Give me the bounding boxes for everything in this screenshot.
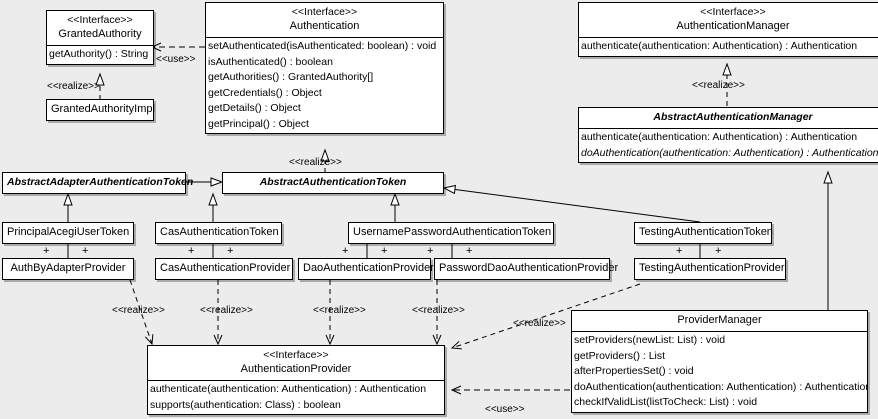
class-member: getDetails() : Object — [208, 102, 301, 114]
class-abstract-authentication-manager[interactable]: AbstractAuthenticationManager authentica… — [578, 107, 878, 163]
class-authentication-manager[interactable]: <<Interface>> AuthenticationManager auth… — [578, 2, 878, 57]
class-name: AbstractAdapterAuthenticationToken — [3, 173, 194, 193]
class-member: doAuthentication(authentication: Authent… — [574, 380, 867, 393]
assoc-visibility-marker: + — [227, 245, 234, 257]
edge-generalize-testingauthenticationtoken — [442, 184, 701, 223]
edge-label-realize-grantedauthorityimpl: <<realize>> — [47, 81, 100, 92]
class-header: <<Interface>> AuthenticationManager — [579, 3, 878, 38]
assoc-visibility-marker: + — [188, 245, 195, 257]
edge-label-realize-testingauthenticationprovider: <<realize>> — [513, 318, 566, 329]
class-member: checkIfValidList(listToCheck: List) : vo… — [574, 396, 758, 408]
class-members: setProviders(newList: List) : void getPr… — [572, 332, 867, 412]
class-name: UsernamePasswordAuthenticationToken — [353, 226, 552, 238]
class-name: CasAuthenticationProvider — [160, 262, 291, 274]
class-member: authenticate(authentication: Authenticat… — [150, 383, 427, 395]
class-name: PrincipalAcegiUserToken — [7, 226, 130, 238]
edge-label-realize-abstractauthenticationmanager: <<realize>> — [692, 80, 745, 91]
class-granted-authority[interactable]: <<Interface>> GrantedAuthority getAuthor… — [46, 10, 154, 65]
assoc-visibility-marker: + — [82, 245, 89, 257]
class-header: <<Interface>> Authentication — [206, 3, 443, 38]
class-member: getPrincipal() : Object — [208, 117, 309, 130]
class-abstract-adapter-authentication-token[interactable]: AbstractAdapterAuthenticationToken — [2, 172, 194, 194]
class-testing-authentication-provider[interactable]: TestingAuthenticationProvider — [634, 258, 786, 280]
class-password-dao-authentication-provider[interactable]: PasswordDaoAuthenticationProvider — [434, 258, 619, 280]
class-auth-by-adapter-provider[interactable]: AuthByAdapterProvider — [2, 258, 134, 280]
class-authentication[interactable]: <<Interface>> Authentication setAuthenti… — [205, 2, 444, 134]
class-name: Authentication — [289, 20, 360, 32]
class-header: <<Interface>> AuthenticationProvider — [148, 346, 444, 381]
class-cas-authentication-token[interactable]: CasAuthenticationToken — [155, 222, 282, 244]
class-header: ProviderManager — [572, 311, 867, 332]
stereotype-label: <<Interface>> — [700, 6, 766, 18]
class-members: getAuthority() : String — [47, 46, 153, 64]
class-name: TestingAuthenticationToken — [639, 226, 773, 238]
class-name: TestingAuthenticationProvider — [639, 262, 785, 274]
class-provider-manager[interactable]: ProviderManager setProviders(newList: Li… — [571, 310, 868, 413]
edge-label-realize-casauthenticationprovider: <<realize>> — [200, 305, 253, 316]
class-member: getCredentials() : Object — [208, 86, 322, 99]
assoc-visibility-marker: + — [466, 245, 473, 257]
class-member: setProviders(newList: List) : void — [574, 334, 726, 346]
class-principal-acegi-user-token[interactable]: PrincipalAcegiUserToken — [2, 222, 134, 244]
class-name-text: AbstractAuthenticationToken — [259, 176, 407, 188]
class-name: ProviderManager — [677, 314, 762, 326]
edge-label-realize-passworddaoauthenticationprovider: <<realize>> — [412, 305, 465, 316]
edge-label-realize-abstractauthenticationtoken: <<realize>> — [289, 157, 342, 168]
assoc-visibility-marker: + — [381, 245, 388, 257]
class-granted-authority-impl[interactable]: GrantedAuthorityImpl — [46, 99, 155, 121]
class-name: AuthByAdapterProvider — [10, 262, 126, 274]
edge-label-realize-daoauthenticationprovider: <<realize>> — [313, 305, 366, 316]
assoc-visibility-marker: + — [676, 245, 683, 257]
class-name: GrantedAuthority — [58, 28, 142, 40]
class-testing-authentication-token[interactable]: TestingAuthenticationToken — [634, 222, 773, 244]
stereotype-label: <<Interface>> — [291, 6, 358, 18]
edge-label-use-providermanager: <<use>> — [485, 404, 525, 415]
class-member: doAuthentication(authentication: Authent… — [581, 146, 878, 159]
class-cas-authentication-provider[interactable]: CasAuthenticationProvider — [155, 258, 293, 280]
stereotype-label: <<Interface>> — [67, 14, 133, 26]
class-name: DaoAuthenticationProvider — [303, 262, 434, 274]
class-members: authenticate(authentication: Authenticat… — [148, 381, 444, 414]
class-member: supports(authentication: Class) : boolea… — [150, 398, 341, 411]
class-member: authenticate(authentication: Authenticat… — [581, 40, 858, 52]
stereotype-label: <<Interface>> — [263, 349, 329, 361]
class-member: setAuthenticated(isAuthenticated: boolea… — [208, 40, 437, 52]
class-members: authenticate(authentication: Authenticat… — [579, 129, 878, 162]
class-member: afterPropertiesSet() : void — [574, 365, 694, 377]
class-member: isAuthenticated() : boolean — [208, 55, 333, 68]
class-header: <<Interface>> GrantedAuthority — [47, 11, 153, 46]
class-name-text: AbstractAdapterAuthenticationToken — [7, 176, 194, 188]
class-name: GrantedAuthorityImpl — [51, 103, 155, 115]
assoc-visibility-marker: + — [342, 245, 349, 257]
class-members: setAuthenticated(isAuthenticated: boolea… — [206, 38, 443, 133]
class-members: authenticate(authentication: Authenticat… — [579, 38, 878, 56]
class-abstract-authentication-token[interactable]: AbstractAuthenticationToken — [222, 172, 444, 194]
class-name: CasAuthenticationToken — [160, 226, 279, 238]
class-member: getProviders() : List — [574, 349, 666, 362]
class-name: AbstractAuthenticationToken — [223, 173, 443, 193]
assoc-visibility-marker: + — [427, 245, 434, 257]
class-dao-authentication-provider[interactable]: DaoAuthenticationProvider — [298, 258, 434, 280]
class-member: authenticate(authentication: Authenticat… — [581, 131, 858, 143]
class-name: AbstractAuthenticationManager — [653, 111, 813, 123]
class-name: AuthenticationManager — [676, 20, 790, 32]
class-name: PasswordDaoAuthenticationProvider — [439, 262, 619, 274]
class-authentication-provider[interactable]: <<Interface>> AuthenticationProvider aut… — [147, 345, 445, 415]
edge-label-realize-authbyadapterprovider: <<realize>> — [112, 305, 165, 316]
class-username-password-authentication-token[interactable]: UsernamePasswordAuthenticationToken — [348, 222, 554, 244]
assoc-visibility-marker: + — [43, 245, 50, 257]
class-member: getAuthorities() : GrantedAuthority[] — [208, 71, 374, 83]
assoc-visibility-marker: + — [715, 245, 722, 257]
class-header: AbstractAuthenticationManager — [579, 108, 878, 129]
edge-label-use-authentication-grantedauthority: <<use>> — [156, 54, 196, 65]
class-name: AuthenticationProvider — [240, 363, 352, 375]
class-member: getAuthority() : String — [49, 48, 149, 60]
